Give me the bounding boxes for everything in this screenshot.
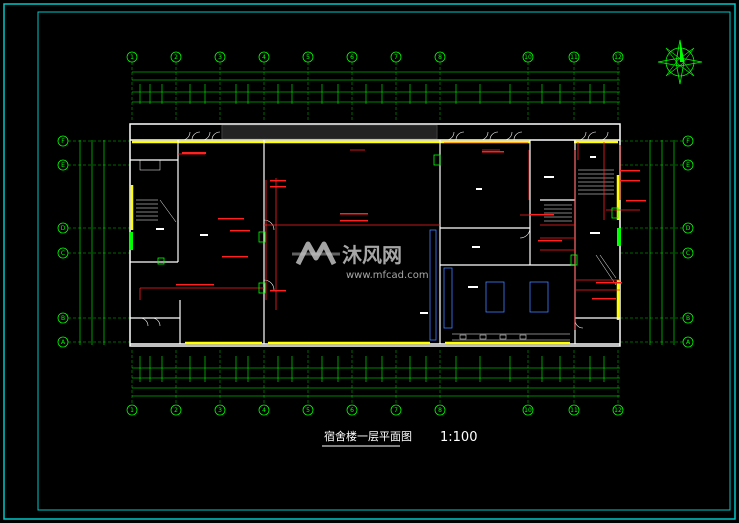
grid-col-label: 12 (614, 407, 622, 414)
watermark-url: www.mfcad.com (346, 270, 429, 281)
grid-row-label: E (61, 162, 65, 169)
grid-col-label: 11 (570, 54, 578, 61)
grid-col-label: 3 (218, 407, 222, 414)
fire-annotation-text-marks (176, 151, 646, 300)
grid-row-label: F (686, 138, 690, 145)
grid-col-label: 1 (130, 407, 134, 414)
grid-col-label: 8 (438, 54, 442, 61)
roof-hatch (221, 124, 438, 140)
drawing-title: 宿舍楼一层平面图 (324, 429, 412, 443)
grid-col-label: 2 (174, 407, 178, 414)
grid-labels-right: F E D C B A (686, 138, 691, 346)
grid-row-label: A (686, 339, 691, 346)
row-axis-lines (68, 140, 683, 343)
grid-bubbles-top (126, 51, 624, 63)
grid-col-label: 6 (350, 54, 354, 61)
grid-col-label: 5 (306, 54, 310, 61)
grid-row-label: B (686, 315, 690, 322)
grid-labels-top: 1 2 3 4 5 6 7 8 10 11 12 (130, 54, 622, 61)
top-dimension-lines (132, 71, 620, 103)
outer-frame (3, 3, 736, 520)
grid-row-label: C (686, 250, 690, 257)
watermark-brand: 沐风网 (342, 243, 402, 267)
grid-labels-bottom: 1 2 3 4 5 6 7 8 10 11 12 (130, 407, 622, 414)
left-dimension-lines (79, 140, 105, 345)
mfcad-logo-icon (292, 241, 340, 266)
stair-left (136, 159, 177, 223)
dimension-ticks (139, 84, 605, 382)
stair-right (544, 169, 617, 286)
door-swings (139, 131, 609, 329)
grid-col-label: 8 (438, 407, 442, 414)
hydrant-symbols (157, 154, 619, 294)
grid-col-label: 7 (394, 54, 398, 61)
grid-col-label: 4 (262, 407, 266, 414)
grid-labels-left: F E D C B A (61, 138, 66, 346)
column-axis-lines (131, 62, 619, 404)
grid-row-label: F (61, 138, 65, 145)
bottom-dimension-lines (132, 367, 620, 397)
grid-col-label: 12 (614, 54, 622, 61)
grid-row-label: D (61, 225, 66, 232)
grid-col-label: 10 (524, 407, 532, 414)
drawing-scale: 1:100 (440, 430, 477, 445)
north-arrow-icon (657, 39, 703, 85)
fire-annotation-lines (139, 142, 640, 330)
grid-col-label: 4 (262, 54, 266, 61)
inner-frame (37, 11, 731, 511)
grid-row-label: C (61, 250, 65, 257)
grid-col-label: 3 (218, 54, 222, 61)
window-green-markers (129, 228, 621, 250)
grid-row-label: E (686, 162, 690, 169)
windows (130, 140, 620, 345)
grid-row-label: A (61, 339, 66, 346)
grid-row-label: B (61, 315, 65, 322)
grid-col-label: 6 (350, 407, 354, 414)
grid-col-label: 11 (570, 407, 578, 414)
grid-col-label: 5 (306, 407, 310, 414)
interior-walls (130, 140, 620, 344)
grid-row-label: D (686, 225, 691, 232)
grid-col-label: 2 (174, 54, 178, 61)
right-dimension-lines (649, 140, 675, 345)
grid-col-label: 7 (394, 407, 398, 414)
grid-bubbles-bottom (126, 404, 624, 416)
room-label-marks (156, 156, 600, 314)
grid-col-label: 1 (130, 54, 134, 61)
kitchen-counter (452, 333, 570, 341)
grid-col-label: 10 (524, 54, 532, 61)
kitchen-fixtures (429, 229, 549, 341)
